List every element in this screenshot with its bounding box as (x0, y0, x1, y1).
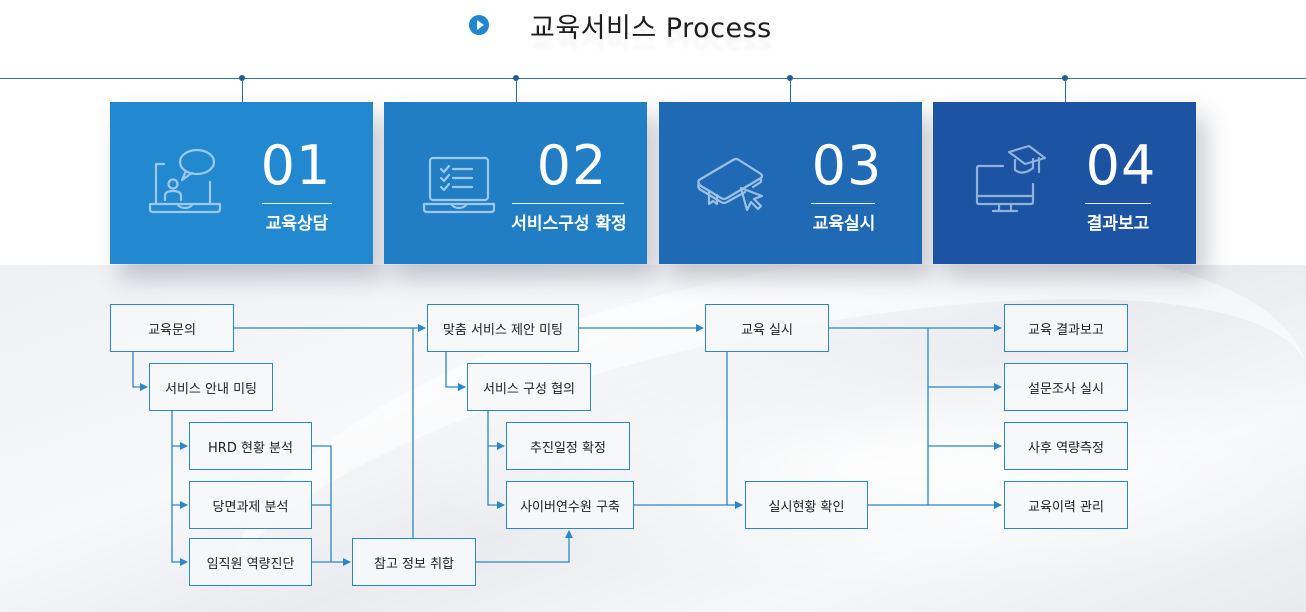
flow-node-survey: 설문조사 실시 (1004, 363, 1128, 411)
step-label: 서비스구성 확정 (511, 214, 627, 234)
divider (1085, 203, 1151, 204)
monitor-graduation-cap-icon (975, 144, 1047, 213)
step-card-03: 03 교육실시 (659, 102, 922, 264)
timeline-rail (0, 78, 1306, 79)
laptop-consultation-icon (148, 148, 222, 214)
page-title: 교육서비스 Process (530, 13, 772, 44)
flow-node-service-consult: 서비스 구성 협의 (467, 363, 591, 411)
flow-node-cyber-campus: 사이버연수원 구축 (506, 481, 634, 529)
edge-proposal-consult (445, 352, 466, 391)
step-label: 교육실시 (812, 214, 876, 234)
edge-guide-issue (171, 446, 188, 509)
step-card-02: 02 서비스구성 확정 (384, 102, 647, 264)
flow-node-post-assessment: 사후 역량측정 (1004, 422, 1128, 470)
book-cursor-icon (697, 157, 764, 212)
node-label: 추진일정 확정 (530, 440, 606, 456)
divider (262, 203, 332, 204)
step-card-01: 01 교육상담 (110, 102, 373, 264)
flow-node-hrd-analysis: HRD 현황 분석 (189, 422, 312, 470)
node-label: 사후 역량측정 (1028, 440, 1104, 456)
node-label: 교육이력 관리 (1028, 499, 1104, 515)
node-label: HRD 현황 분석 (208, 440, 293, 456)
flow-node-inquiry: 교육문의 (110, 304, 234, 352)
flow-node-proposal-meeting: 맞춤 서비스 제안 미팅 (427, 304, 579, 352)
edge-consult-cyber (487, 446, 505, 509)
edge-info-cyber (476, 530, 573, 563)
flow-node-result-report: 교육 결과보고 (1004, 304, 1128, 352)
step-card-04: 04 결과보고 (933, 102, 1196, 264)
node-label: 임직원 역량진단 (206, 556, 295, 572)
flow-node-competency-diagnosis: 임직원 역량진단 (189, 538, 312, 586)
node-label: 사이버연수원 구축 (520, 499, 620, 515)
flow-node-issue-analysis: 당면과제 분석 (189, 481, 312, 529)
flow-node-training: 교육 실시 (705, 304, 829, 352)
flow-node-history-mgmt: 교육이력 관리 (1004, 481, 1128, 529)
edge-consult-schedule (487, 411, 505, 450)
divider (512, 203, 624, 204)
step-label: 교육상담 (265, 214, 329, 234)
rail-dot (513, 75, 519, 81)
node-label: 당면과제 분석 (212, 499, 289, 515)
node-label: 교육문의 (148, 322, 196, 338)
rail-connector (516, 78, 517, 102)
edge-inquiry-guide (132, 352, 148, 391)
header: 교육서비스 Process (0, 4, 1306, 44)
node-label: 교육 실시 (741, 322, 793, 338)
flow-node-status-check: 실시현황 확인 (745, 481, 868, 529)
laptop-checklist-icon (422, 156, 496, 214)
flow-node-schedule-confirm: 추진일정 확정 (506, 422, 630, 470)
rail-connector (1065, 78, 1066, 102)
rail-dot (239, 75, 245, 81)
rail-dot (787, 75, 793, 81)
rail-connector (242, 78, 243, 102)
step-number: 01 (260, 134, 332, 197)
node-label: 서비스 안내 미팅 (165, 381, 257, 397)
node-label: 교육 결과보고 (1028, 322, 1104, 338)
flow-node-info-gathering: 참고 정보 취합 (352, 538, 476, 586)
node-label: 설문조사 실시 (1028, 381, 1104, 397)
node-label: 서비스 구성 협의 (483, 381, 575, 397)
step-number: 04 (1085, 134, 1157, 197)
rail-connector (790, 78, 791, 102)
edge-guide-hrd (171, 411, 188, 450)
node-label: 맞춤 서비스 제안 미팅 (442, 322, 564, 338)
node-label: 실시현황 확인 (768, 499, 845, 515)
play-circle-icon (469, 15, 489, 35)
flow-node-guide-meeting: 서비스 안내 미팅 (149, 363, 273, 411)
rail-dot (1062, 75, 1068, 81)
divider (811, 203, 875, 204)
step-number: 03 (811, 134, 883, 197)
edge-hrd-info (312, 445, 332, 562)
edge-guide-diagnosis (171, 505, 188, 566)
step-label: 결과보고 (1086, 214, 1150, 234)
step-number: 02 (536, 134, 608, 197)
node-label: 참고 정보 취합 (373, 556, 455, 572)
